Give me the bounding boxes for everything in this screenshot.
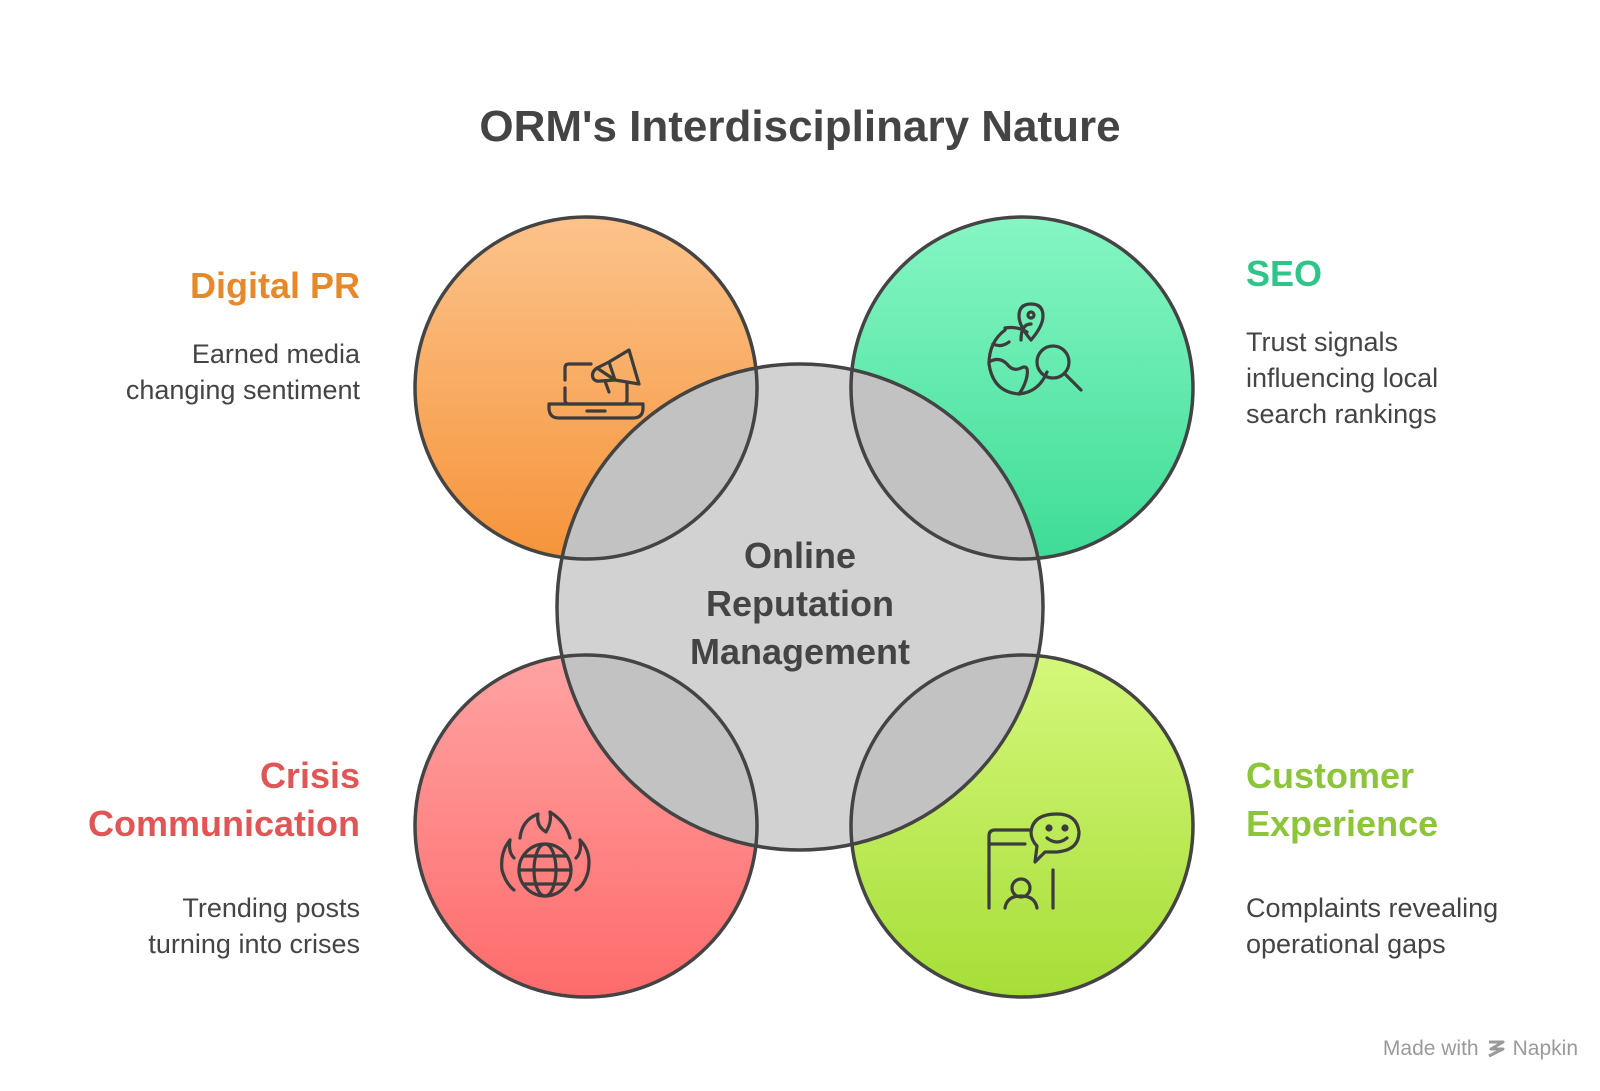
center-line-1: Online xyxy=(743,535,856,576)
seo-heading: SEO xyxy=(1246,253,1323,294)
center-line-2: Reputation xyxy=(706,583,894,624)
node-seo: SEO Trust signals influencing local sear… xyxy=(1246,250,1438,432)
crisis-heading-line-2: Communication xyxy=(87,803,360,844)
napkin-watermark[interactable]: Made with Napkin xyxy=(1383,1037,1578,1061)
globe-fire-icon xyxy=(500,810,591,898)
laptop-megaphone-icon xyxy=(547,348,645,420)
cx-description: Complaints revealing operational gaps xyxy=(1246,890,1498,962)
diagram-title: ORM's Interdisciplinary Nature xyxy=(479,102,1121,151)
seo-desc-line-2: influencing local xyxy=(1246,363,1439,393)
cx-desc-line-1: Complaints revealing xyxy=(1246,893,1499,923)
watermark-brand: Napkin xyxy=(1512,1037,1578,1060)
cx-heading-line-2: Experience xyxy=(1246,803,1439,844)
digital-pr-description: Earned media changing sentiment xyxy=(126,336,360,408)
crisis-heading-line-1: Crisis xyxy=(259,755,360,796)
center-line-3: Management xyxy=(689,631,911,672)
node-crisis-communication: Crisis Communication Trending posts turn… xyxy=(88,752,360,962)
seo-desc-line-3: search rankings xyxy=(1246,399,1437,429)
watermark-prefix: Made with xyxy=(1382,1037,1479,1060)
globe-location-search-icon xyxy=(987,302,1083,396)
digital-pr-desc-line-2: changing sentiment xyxy=(125,375,360,405)
node-customer-experience: Customer Experience Complaints revealing… xyxy=(1246,752,1498,962)
phone-person-smiley-icon xyxy=(987,812,1081,910)
digital-pr-heading: Digital PR xyxy=(189,265,360,306)
cx-desc-line-2: operational gaps xyxy=(1246,929,1446,959)
napkin-logo-icon xyxy=(1487,1040,1505,1058)
cx-heading-line-1: Customer xyxy=(1246,755,1415,796)
crisis-desc-line-2: turning into crises xyxy=(148,929,360,959)
crisis-description: Trending posts turning into crises xyxy=(88,890,360,962)
crisis-desc-line-1: Trending posts xyxy=(182,893,360,923)
seo-description: Trust signals influencing local search r… xyxy=(1246,324,1438,432)
node-digital-pr: Digital PR Earned media changing sentime… xyxy=(126,262,360,408)
seo-desc-line-1: Trust signals xyxy=(1246,327,1399,357)
digital-pr-desc-line-1: Earned media xyxy=(191,339,360,369)
center-label: Online Reputation Management xyxy=(660,532,940,676)
